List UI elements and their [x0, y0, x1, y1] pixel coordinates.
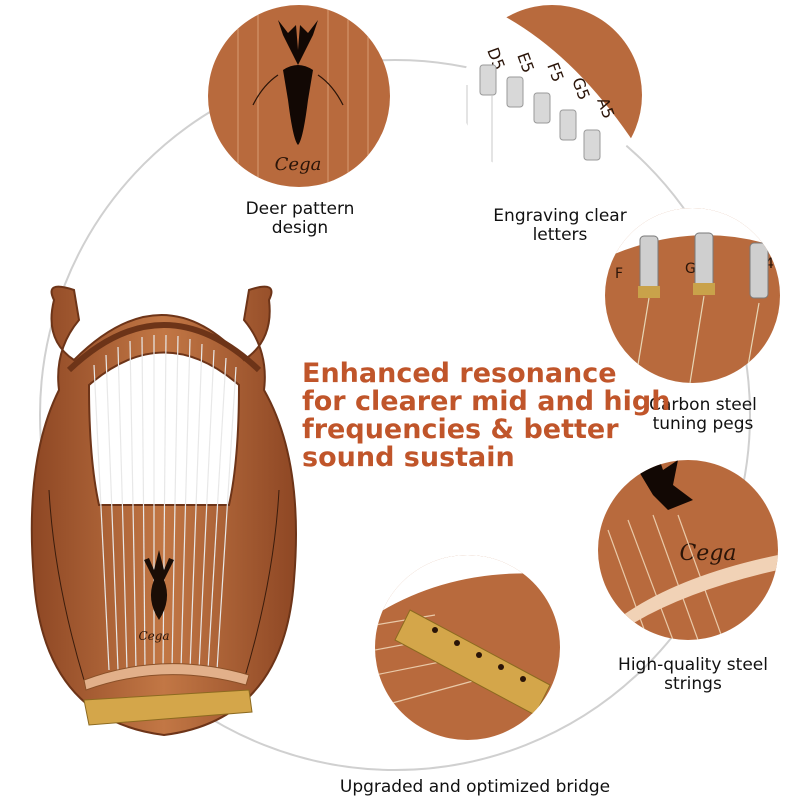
svg-text:Cega: Cega — [679, 541, 736, 566]
headline-line: sound sustain — [302, 442, 515, 473]
deer-pattern-photo: Cega — [208, 5, 390, 187]
svg-text:F5: F5 — [543, 60, 567, 85]
caption-pegs: Carbon steel tuning pegs — [649, 395, 757, 434]
caption-strings: High-quality steel strings — [618, 655, 768, 694]
svg-text:E5: E5 — [513, 50, 538, 76]
headline-line: for clearer mid and high — [302, 386, 671, 417]
tuning-pegs-photo: F G 4 — [605, 208, 780, 383]
engraving-photo: D5 E5 F5 G5 A5 — [462, 5, 642, 185]
steel-strings-photo: Cega — [598, 460, 778, 640]
svg-text:4: 4 — [765, 256, 774, 272]
headline: Enhanced resonance for clearer mid and h… — [302, 358, 671, 473]
bridge-photo — [375, 555, 560, 740]
svg-text:Cega: Cega — [275, 154, 322, 175]
svg-text:F: F — [615, 266, 623, 282]
svg-text:G: G — [685, 261, 696, 277]
caption-engraving: Engraving clear letters — [493, 206, 627, 245]
headline-line: Enhanced resonance — [302, 358, 617, 389]
lyre-harp-image: Cega — [30, 285, 297, 737]
caption-bridge: Upgraded and optimized bridge — [339, 777, 611, 797]
headline-line: frequencies & better — [302, 414, 619, 445]
harp-brand-text: Cega — [138, 629, 169, 643]
caption-deer-pattern: Deer pattern design — [245, 199, 355, 238]
